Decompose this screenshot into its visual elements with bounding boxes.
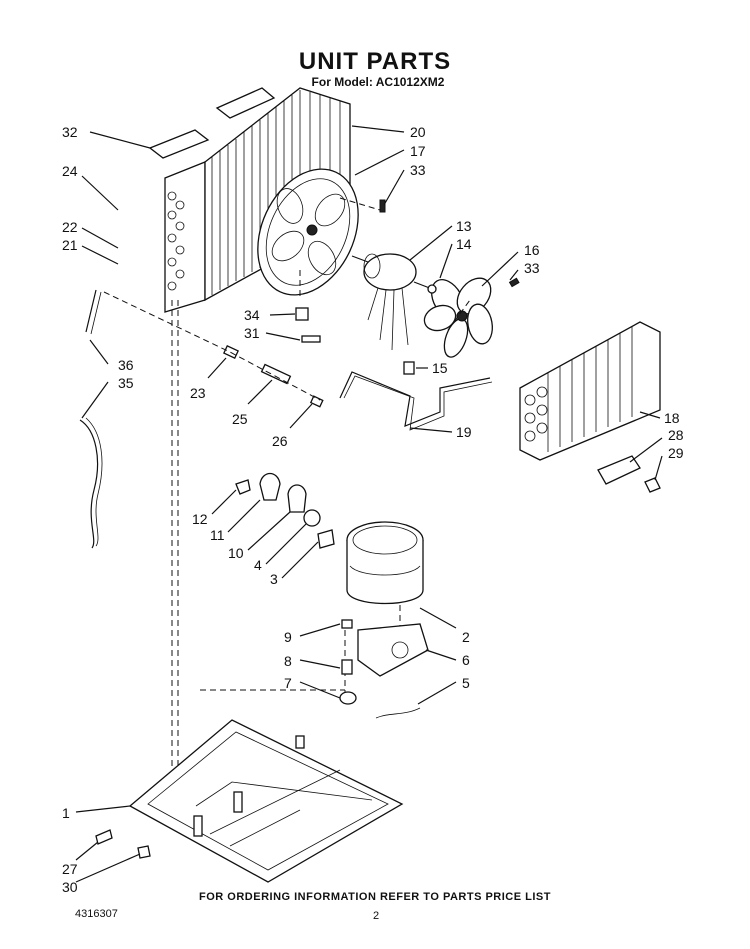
callout-16: 16 (524, 242, 540, 258)
strap (301, 335, 321, 343)
sleeve (341, 659, 353, 675)
callout-19: 19 (456, 424, 472, 440)
terminal-cover-clip (235, 479, 251, 495)
callout-35: 35 (118, 375, 134, 391)
coil-bracket (597, 455, 641, 485)
callout-11: 11 (210, 527, 225, 543)
callout-29: 29 (668, 445, 684, 461)
callout-12: 12 (192, 511, 208, 527)
callout-9: 9 (284, 629, 292, 645)
callout-6: 6 (462, 652, 470, 668)
model-line: For Model: AC1012XM2 (311, 75, 445, 89)
callout-27: 27 (62, 861, 78, 877)
document-number: 4316307 (75, 908, 118, 920)
page-number: 2 (373, 910, 380, 922)
base-clip (137, 845, 151, 859)
base-screw (95, 829, 113, 845)
callout-15: 15 (432, 360, 448, 376)
callout-4: 4 (254, 557, 262, 573)
drier (260, 363, 292, 385)
callout-23: 23 (190, 385, 206, 401)
fan-motor (351, 253, 441, 351)
callout-31: 31 (244, 325, 260, 341)
wiring-harness (79, 419, 99, 549)
callout-13: 13 (456, 218, 472, 234)
base-pan (128, 719, 404, 883)
callout-1: 1 (62, 805, 70, 821)
grommet (339, 691, 357, 705)
terminal-block (317, 529, 335, 549)
thermostat-tube (85, 289, 97, 333)
mounting-nut (341, 619, 353, 629)
callout-10: 10 (228, 545, 244, 561)
callout-18: 18 (664, 410, 680, 426)
terminal-cover (259, 472, 281, 501)
refrigerant-tube (339, 371, 491, 427)
callout-28: 28 (668, 427, 684, 443)
callout-32: 32 (62, 124, 78, 140)
clamp (295, 307, 309, 321)
gasket (375, 707, 421, 719)
callout-36: 36 (118, 357, 134, 373)
screw (508, 277, 520, 288)
base-post (193, 815, 203, 837)
callout-33b: 33 (524, 260, 540, 276)
fan-blade (423, 277, 493, 358)
callout-20: 20 (410, 124, 426, 140)
terminal-boot (287, 484, 307, 513)
ordering-note: FOR ORDERING INFORMATION REFER TO PARTS … (199, 891, 551, 903)
callout-5: 5 (462, 675, 470, 691)
callout-3: 3 (270, 571, 278, 587)
tube-fitting (309, 395, 324, 408)
screw (379, 199, 386, 213)
foam-blocks (148, 87, 276, 159)
callout-22: 22 (62, 219, 78, 235)
callout-17: 17 (410, 143, 426, 159)
callout-34: 34 (244, 307, 260, 323)
mounting-bracket (357, 623, 429, 677)
compressor (346, 521, 424, 605)
callout-25: 25 (232, 411, 248, 427)
coil-clip (644, 477, 661, 493)
callout-14: 14 (456, 236, 472, 252)
overload (303, 509, 321, 527)
callout-7: 7 (284, 675, 292, 691)
nut (427, 284, 437, 294)
callout-24: 24 (62, 163, 78, 179)
page-title: UNIT PARTS (298, 48, 452, 75)
callout-30: 30 (62, 879, 78, 895)
callout-8: 8 (284, 653, 292, 669)
clip (403, 361, 415, 375)
callout-21: 21 (62, 237, 78, 253)
fan-shroud (257, 168, 359, 296)
evaporator-coil (519, 321, 661, 461)
callout-33: 33 (410, 162, 426, 178)
callout-2: 2 (462, 629, 470, 645)
callout-26: 26 (272, 433, 288, 449)
